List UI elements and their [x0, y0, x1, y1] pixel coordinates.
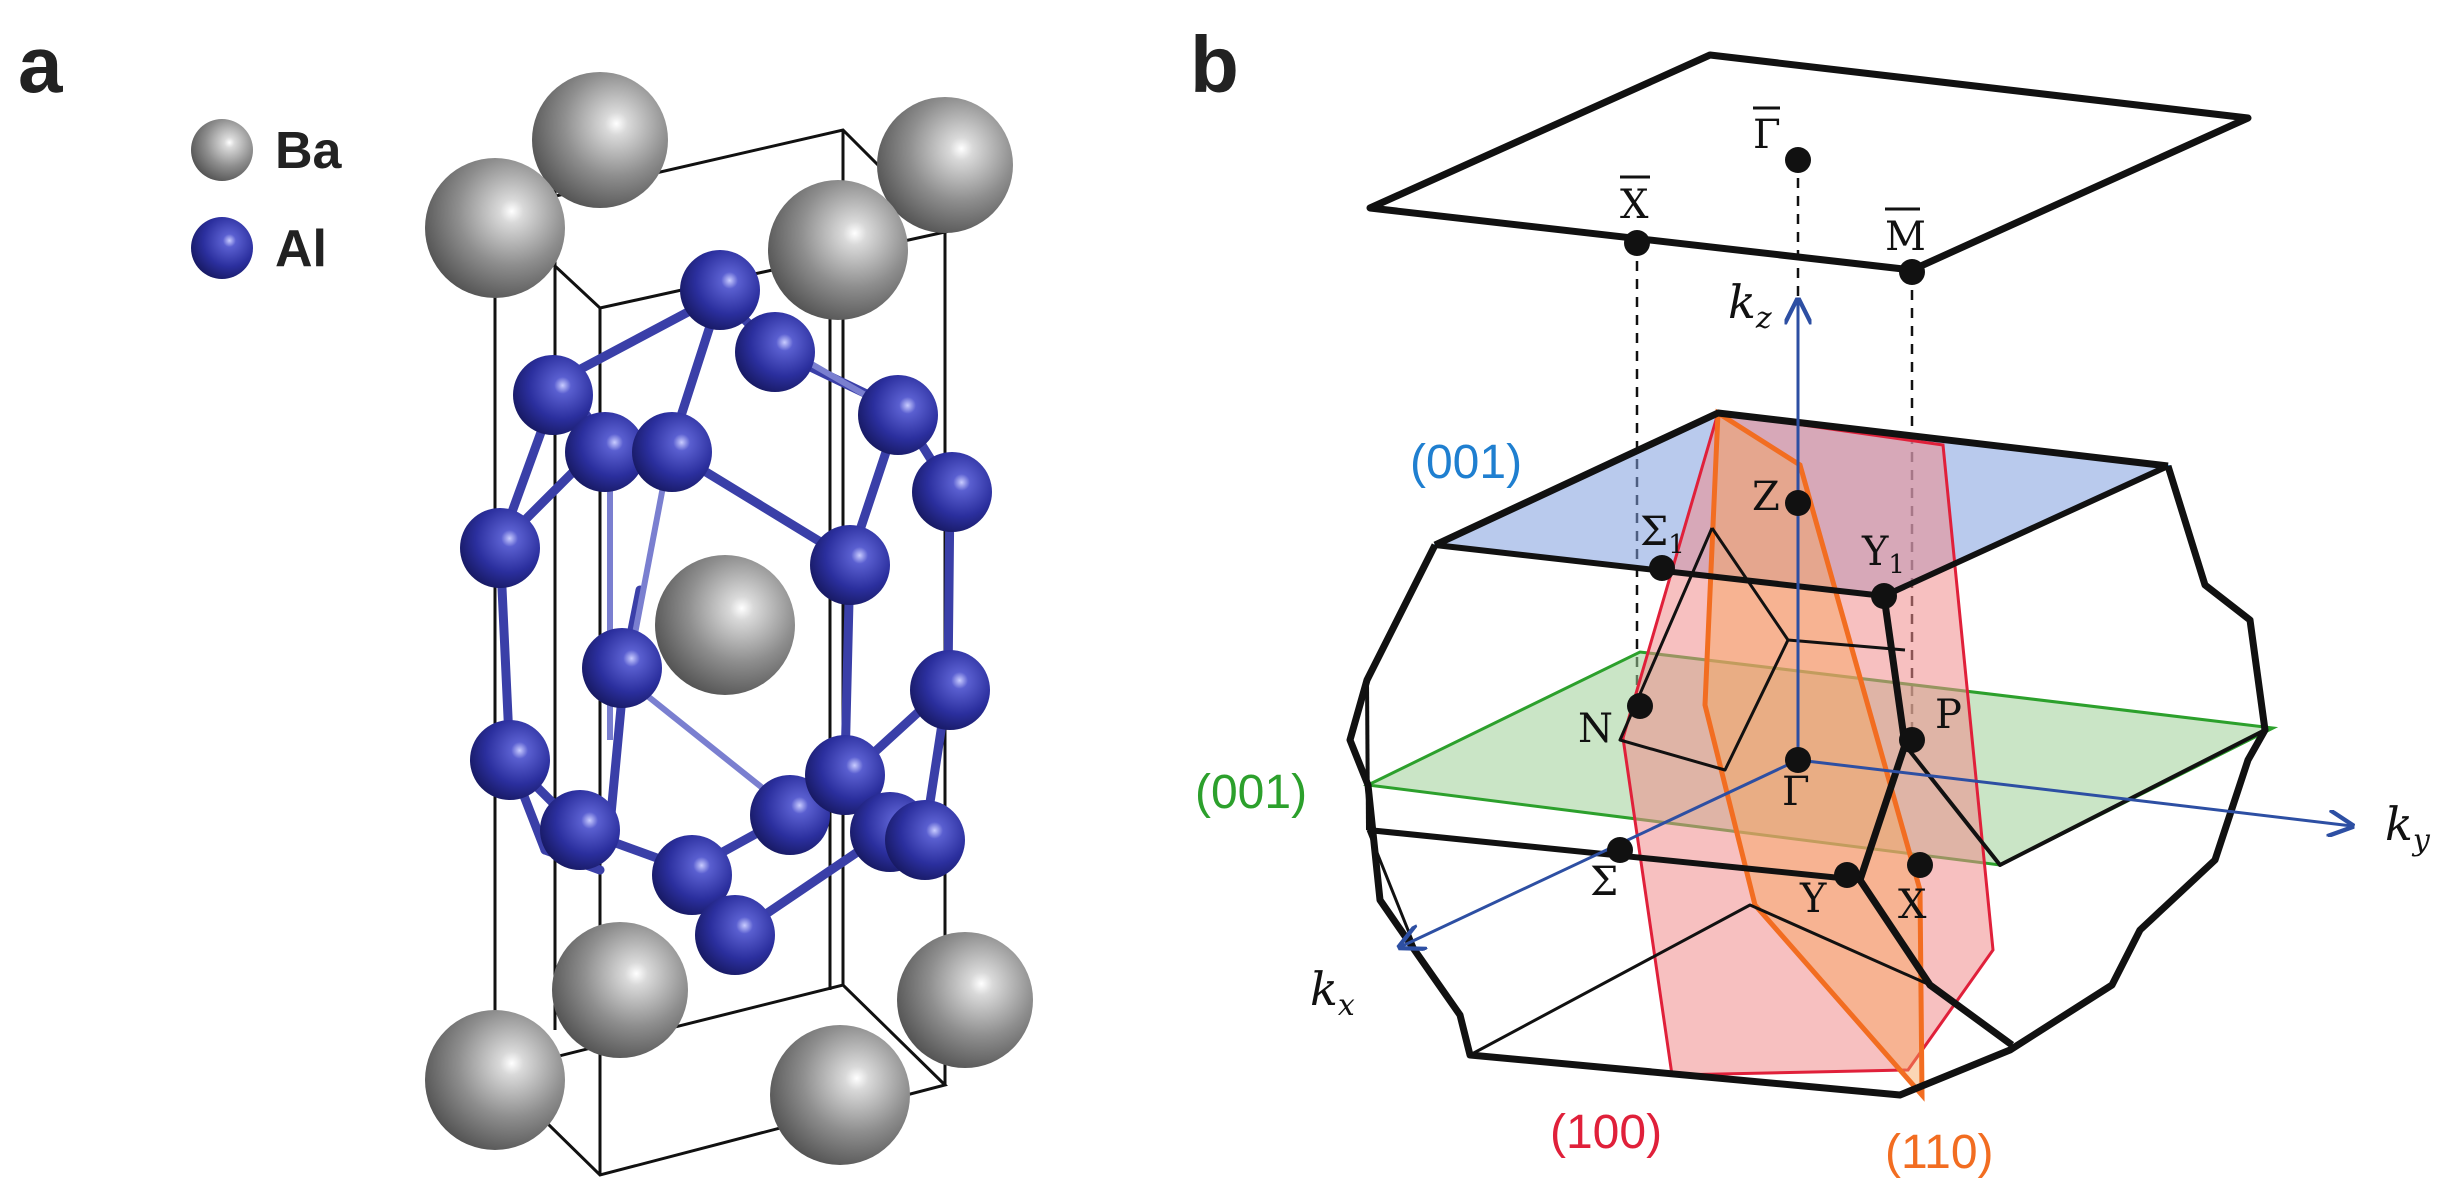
label-gamma: Γ: [1782, 769, 1810, 815]
label-sigma1: Σ1: [1640, 509, 1685, 560]
label-plane-100: (100): [1550, 1106, 1662, 1159]
al-atom: [735, 312, 815, 392]
al-atom: [565, 412, 645, 492]
label-z: Z: [1752, 474, 1780, 520]
al-atom: [470, 720, 550, 800]
ba-atoms-back: [532, 72, 1033, 1068]
ba-atom: [877, 97, 1013, 233]
al-atom: [540, 790, 620, 870]
legend-al-swatch: [191, 217, 253, 279]
k-axes: [1400, 300, 2352, 947]
label-kz: kz: [1728, 275, 1772, 336]
label-plane-001-mid: (001): [1195, 766, 1307, 819]
panel-b-label: b: [1190, 20, 1239, 109]
legend-al-label: Al: [275, 220, 327, 278]
ba-atom: [768, 180, 908, 320]
legend-ba-swatch: [191, 119, 253, 181]
bulk-point-labels: Z Σ1 Y1 N P Γ Σ Y X: [1578, 474, 1962, 928]
point-gamma: [1785, 747, 1811, 773]
al-atom: [750, 775, 830, 855]
legend: Ba Al: [191, 119, 343, 279]
al-atom: [695, 895, 775, 975]
ba-atom: [552, 922, 688, 1058]
point-y1: [1871, 583, 1897, 609]
al-atom: [632, 412, 712, 492]
al-atom: [858, 375, 938, 455]
label-n: N: [1578, 706, 1613, 752]
point-gamma-bar: [1785, 147, 1811, 173]
legend-ba-label: Ba: [275, 122, 343, 180]
label-plane-001-top: (001): [1410, 436, 1522, 489]
label-y: Y: [1799, 876, 1827, 922]
al-atom: [810, 525, 890, 605]
point-y: [1834, 862, 1860, 888]
label-y1: Y1: [1861, 529, 1905, 580]
point-m-bar: [1899, 259, 1925, 285]
label-p: P: [1935, 692, 1962, 738]
label-ky: ky: [2385, 797, 2431, 858]
ba-atom: [425, 158, 565, 298]
label-gamma-bar: Γ: [1753, 112, 1781, 158]
point-x-bar: [1624, 230, 1650, 256]
ba-atom: [897, 932, 1033, 1068]
point-p: [1899, 727, 1925, 753]
al-atom: [460, 508, 540, 588]
ba-atom: [532, 72, 668, 208]
al-atom: [885, 800, 965, 880]
al-atom: [912, 452, 992, 532]
ba-atom: [425, 1010, 565, 1150]
al-atom: [582, 628, 662, 708]
ky-axis: [1797, 758, 2352, 826]
label-plane-110: (110): [1885, 1126, 1994, 1179]
label-x: X: [1898, 882, 1927, 928]
label-x-bar: X: [1620, 182, 1649, 228]
ba-atom-center: [655, 555, 795, 695]
label-sigma: Σ: [1590, 859, 1618, 905]
al-atom: [910, 650, 990, 730]
point-sigma1: [1649, 555, 1675, 581]
panel-a-label: a: [18, 20, 63, 109]
point-n: [1627, 693, 1653, 719]
al-atom: [652, 835, 732, 915]
surface-point-labels: Γ X M: [1620, 106, 1926, 260]
ba-atoms-front: [425, 158, 910, 1165]
al-atom: [680, 250, 760, 330]
al-atom: [513, 355, 593, 435]
point-sigma: [1607, 837, 1633, 863]
point-z: [1785, 490, 1811, 516]
label-m-bar: M: [1885, 214, 1926, 260]
al-atom: [805, 735, 885, 815]
ba-atom: [770, 1025, 910, 1165]
al-atoms: [460, 250, 992, 975]
label-kx: kx: [1310, 962, 1355, 1023]
point-x: [1907, 852, 1933, 878]
k-points: [1607, 147, 1933, 888]
surface-brillouin-zone: [1366, 51, 2252, 274]
kx-axis: [1400, 758, 1799, 947]
